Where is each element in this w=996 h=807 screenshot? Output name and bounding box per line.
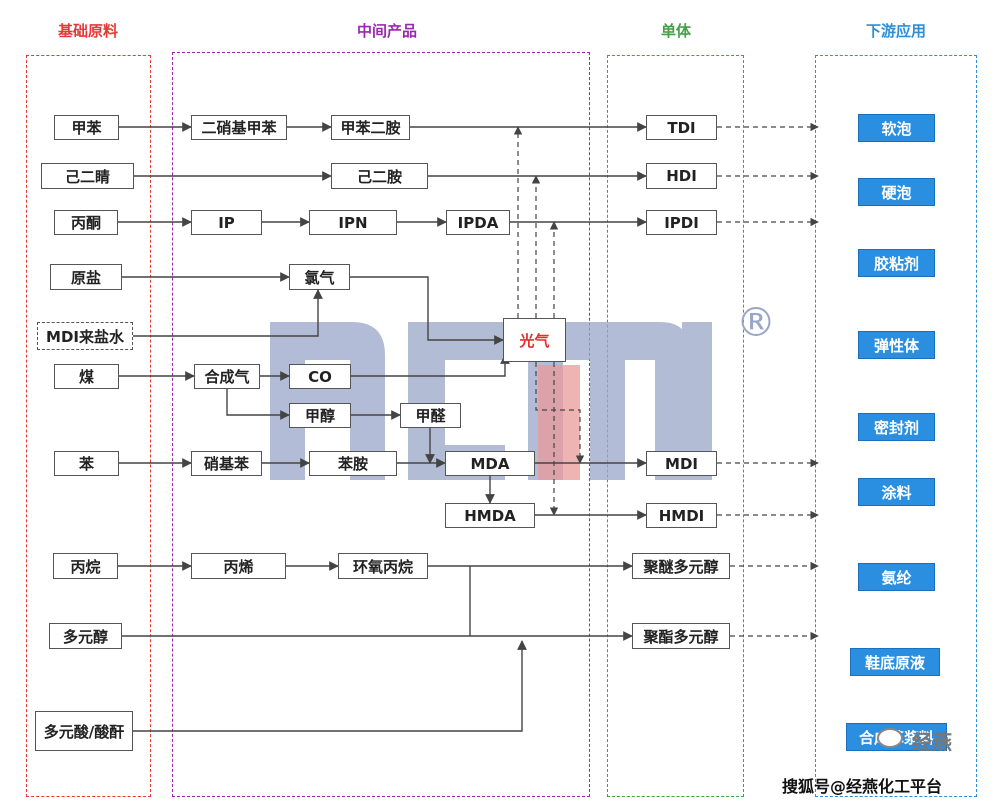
column-header-monomers: 单体 (660, 22, 691, 40)
node-tdi: TDI (646, 115, 717, 140)
column-header-raw-materials: 基础原料 (57, 22, 118, 40)
node-hmdi: HMDI (646, 503, 717, 528)
node-polyester-polyol: 聚酯多元醇 (632, 623, 730, 649)
node-acetone: 丙酮 (54, 210, 118, 235)
node-phosgene: 光气 (503, 318, 566, 362)
node-dinitrotoluene: 二硝基甲苯 (191, 115, 287, 140)
node-methanol: 甲醇 (289, 403, 351, 428)
node-sealant: 密封剂 (858, 413, 935, 441)
node-salt: 原盐 (50, 264, 122, 290)
node-syngas: 合成气 (194, 364, 260, 389)
node-formaldehyde: 甲醛 (400, 403, 461, 428)
node-ipdi: IPDI (646, 210, 717, 235)
node-mdi: MDI (646, 451, 717, 476)
node-mda: MDA (445, 451, 535, 476)
node-polyether-polyol: 聚醚多元醇 (632, 553, 730, 579)
node-polyacid: 多元酸/酸酐 (35, 711, 133, 751)
node-toluene: 甲苯 (54, 115, 119, 140)
column-header-intermediates: 中间产品 (356, 22, 417, 40)
node-hdi: HDI (646, 163, 717, 189)
wechat-bubble-icon (877, 728, 903, 748)
node-spandex: 氨纶 (858, 563, 935, 591)
column-header-downstream: 下游应用 (865, 22, 926, 40)
node-chlorine: 氯气 (289, 264, 350, 290)
registered-mark: ® (736, 300, 776, 346)
node-propylene: 丙烯 (191, 553, 286, 579)
node-adhesive: 胶粘剂 (858, 249, 935, 277)
node-elastomer: 弹性体 (858, 331, 935, 359)
raw-materials-group (26, 55, 151, 797)
node-shoe-sole-resin: 鞋底原液 (850, 648, 940, 676)
node-ipda: IPDA (446, 210, 510, 235)
node-hexamethylenediamine: 己二胺 (331, 163, 428, 189)
node-ipn: IPN (309, 210, 397, 235)
node-mdi-brine: MDI来盐水 (37, 322, 133, 350)
node-coal: 煤 (54, 364, 119, 389)
node-coating: 涂料 (858, 478, 935, 506)
node-adiponitrile: 己二睛 (41, 163, 134, 189)
node-benzene: 苯 (54, 451, 119, 476)
watermark-source: 搜狐号@经燕化工平台 (782, 777, 943, 796)
node-propane: 丙烷 (53, 553, 118, 579)
node-aniline: 苯胺 (309, 451, 397, 476)
intermediates-group (172, 52, 590, 797)
downstream-group (815, 55, 977, 797)
node-propylene-oxide: 环氧丙烷 (338, 553, 428, 579)
node-hmda: HMDA (445, 503, 535, 528)
watermark-badge: 经燕 (912, 730, 952, 754)
node-nitrobenzene: 硝基苯 (191, 451, 262, 476)
node-toluenediamine: 甲苯二胺 (331, 115, 410, 140)
node-polyol: 多元醇 (49, 623, 122, 649)
node-rigid-foam: 硬泡 (858, 178, 935, 206)
node-co: CO (289, 364, 351, 389)
node-soft-foam: 软泡 (858, 114, 935, 142)
node-ip: IP (191, 210, 262, 235)
